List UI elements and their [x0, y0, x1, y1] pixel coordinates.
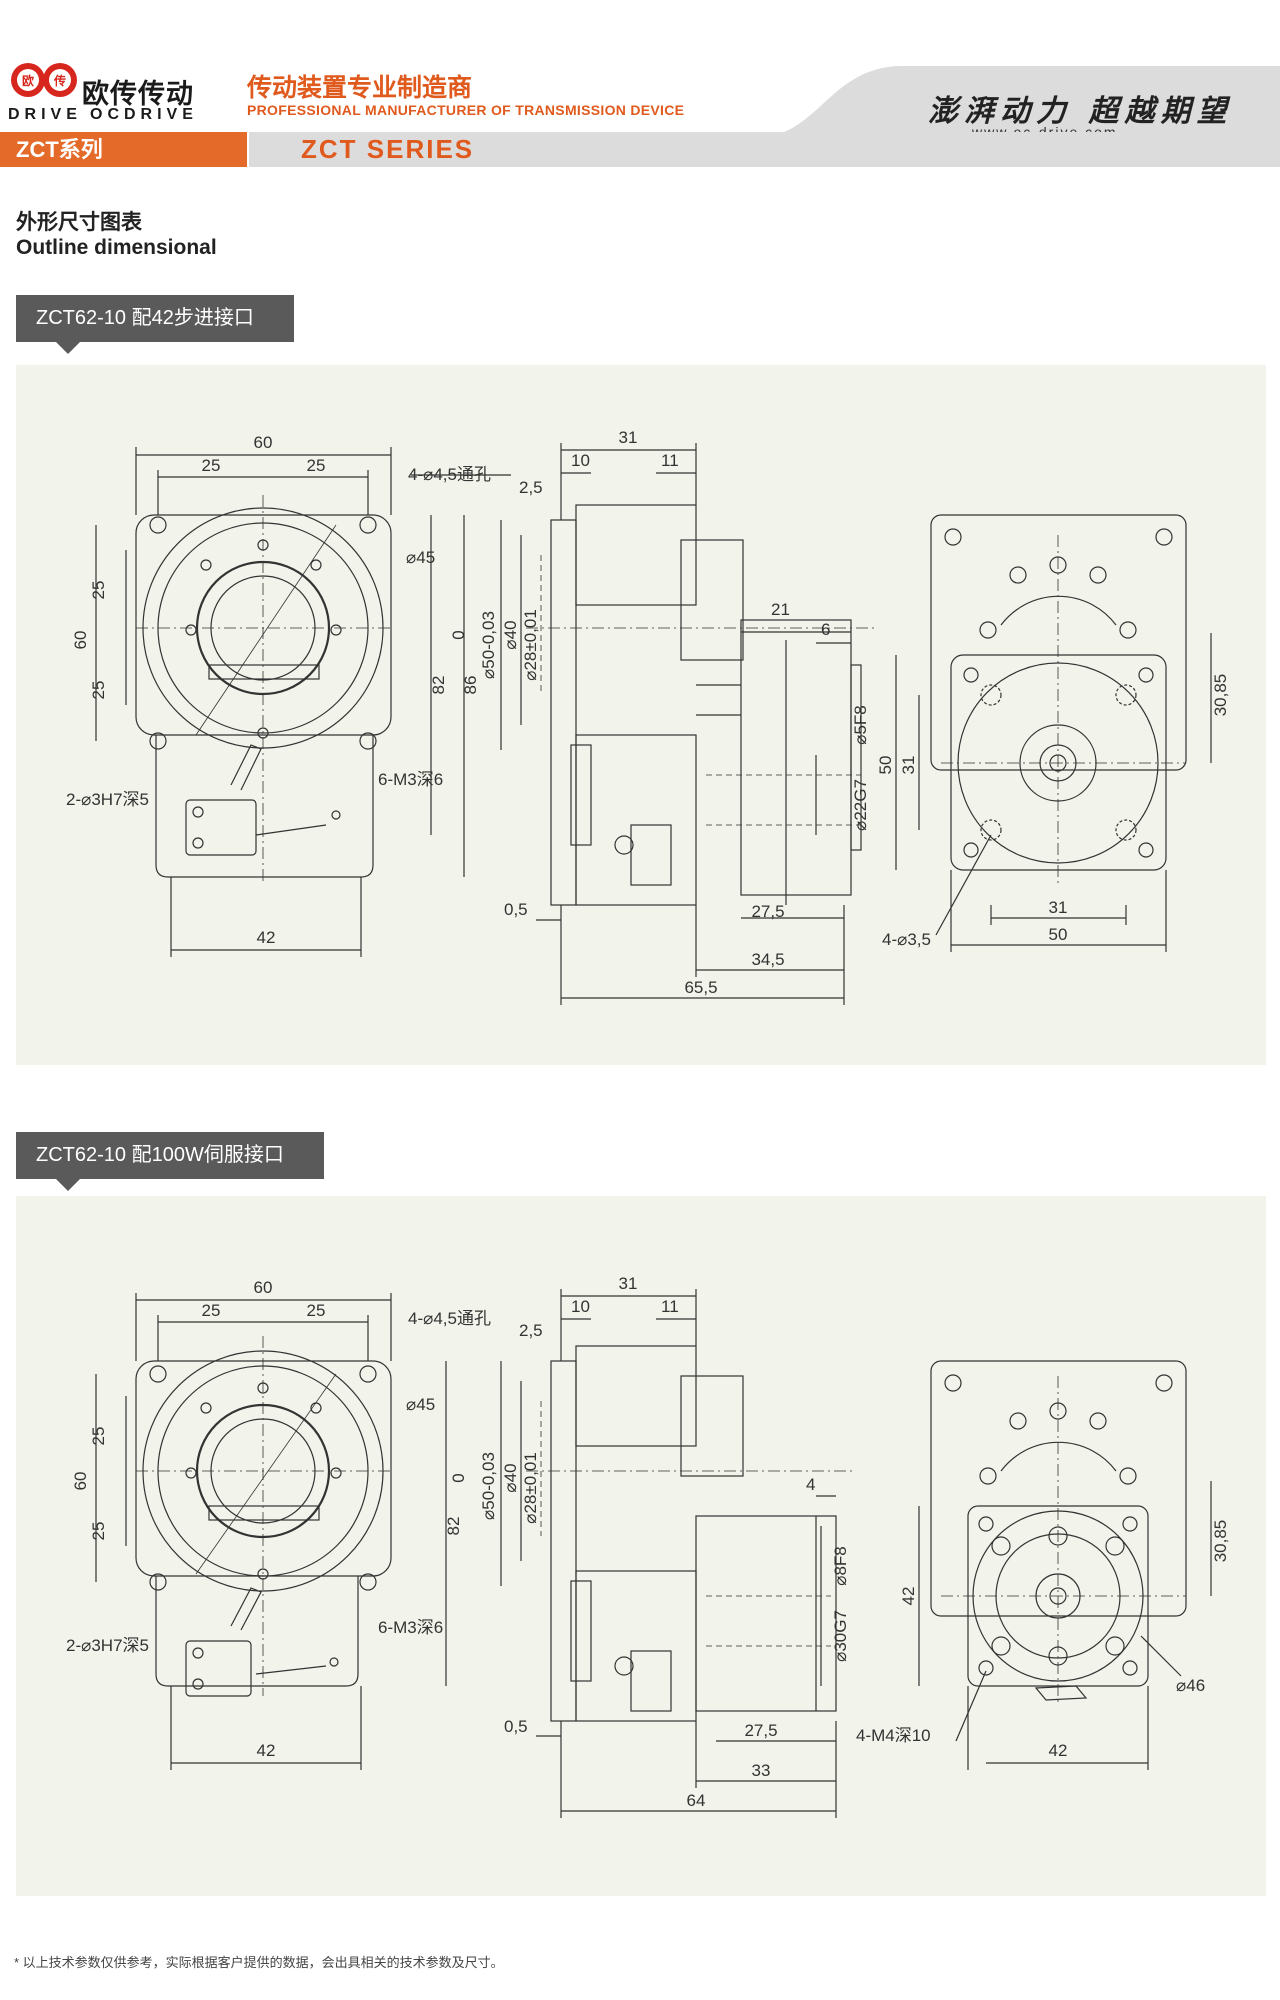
d1-front-h25b: 25 [89, 681, 108, 700]
d2-front-w42: 42 [257, 1741, 276, 1760]
d2-side-d28: ⌀28±0,01 [521, 1452, 540, 1524]
d2-side-w64: 64 [687, 1791, 706, 1810]
d2-side-d40: ⌀40 [501, 1463, 520, 1492]
d1-front-h60: 60 [71, 631, 90, 650]
d2-side-w27-5: 27,5 [744, 1721, 777, 1740]
d2-front-hole: 4-⌀4,5通孔 [408, 1309, 491, 1328]
drawing2-panel: 60 25 25 4-⌀4,5通孔 ⌀45 25 25 60 82 6-M3深6… [16, 1196, 1266, 1896]
d2-back-holes: 4-M4深10 [856, 1726, 931, 1745]
d1-front-w60: 60 [254, 433, 273, 452]
logo-badge-left: 欧 [22, 73, 34, 88]
d1-side-w34-5: 34,5 [751, 950, 784, 969]
d2-front-w25b: 25 [307, 1301, 326, 1320]
slogan: 澎湃动力 超越期望 [928, 94, 1233, 129]
d1-side-d40: ⌀40 [501, 620, 520, 649]
series-cn-tab: ZCT系列 [0, 132, 247, 167]
d2-front-w25a: 25 [202, 1301, 221, 1320]
drawing2-label-tab: ZCT62-10 配100W伺服接口 [16, 1132, 324, 1191]
footnote: * 以上技术参数仅供参考，实际根据客户提供的数据，会出具相关的技术参数及尺寸。 [14, 1955, 504, 1970]
d2-back-d46: ⌀46 [1176, 1676, 1205, 1695]
d2-front-w60: 60 [254, 1278, 273, 1297]
drawing2-front-view [95, 1293, 447, 1770]
d1-side-zero: 0 [449, 630, 468, 639]
d1-side-w2-5: 2,5 [519, 478, 543, 497]
d2-side-w33: 33 [752, 1761, 771, 1780]
d1-front-h82: 82 [429, 676, 448, 695]
drawing1-back-view [895, 514, 1212, 952]
d2-side-d30: ⌀30G7 [831, 1610, 850, 1662]
d2-front-h25b: 25 [89, 1522, 108, 1541]
logo-brand-left: DRIVE [8, 106, 82, 123]
d1-side-w6: 6 [821, 620, 830, 639]
d1-back-h30-85: 30,85 [1211, 674, 1230, 717]
d1-side-w10: 10 [571, 451, 590, 470]
d1-side-w21: 21 [771, 600, 790, 619]
d2-side-w31: 31 [619, 1274, 638, 1293]
d2-front-m3: 6-M3深6 [378, 1618, 443, 1637]
drawing1-label-tab: ZCT62-10 配42步进接口 [16, 295, 294, 354]
d1-back-holes: 4-⌀3,5 [882, 930, 931, 949]
gear-logo-icon: 欧 传 [11, 63, 77, 97]
drawing2-side-view [500, 1289, 856, 1818]
d2-front-pin: 2-⌀3H7深5 [66, 1636, 149, 1655]
d1-side-w27-5: 27,5 [751, 902, 784, 921]
d1-side-w0-5: 0,5 [504, 900, 528, 919]
drawing1-front-view [95, 447, 511, 957]
d2-side-zero: 0 [449, 1473, 468, 1482]
d2-side-d50: ⌀50-0,03 [479, 1452, 498, 1520]
d1-back-w31: 31 [1049, 898, 1068, 917]
logo-brand-right: OCDRIVE [90, 106, 198, 123]
d2-side-w2-5: 2,5 [519, 1321, 543, 1340]
d1-back-w50: 50 [1049, 925, 1068, 944]
series-en-tab: ZCT SERIES [249, 132, 1280, 167]
d1-side-d5: ⌀5F8 [851, 705, 870, 745]
logo-name: 欧传传动 [82, 79, 194, 109]
d1-front-d45: ⌀45 [406, 548, 435, 567]
d1-side-d50: ⌀50-0,03 [479, 611, 498, 679]
d1-front-w25a: 25 [202, 456, 221, 475]
d1-front-w42: 42 [257, 928, 276, 947]
d2-side-w11: 11 [661, 1297, 679, 1316]
drawing1-svg: 60 25 25 4-⌀4,5通孔 ⌀45 25 25 60 82 86 6-M… [66, 428, 1230, 1005]
header-swoosh [760, 66, 1280, 138]
d2-front-d45: ⌀45 [406, 1395, 435, 1414]
d1-front-m3: 6-M3深6 [378, 770, 443, 789]
d1-front-w25b: 25 [307, 456, 326, 475]
drawing1-panel: 60 25 25 4-⌀4,5通孔 ⌀45 25 25 60 82 86 6-M… [16, 365, 1266, 1065]
logo-badge-right: 传 [53, 73, 66, 88]
d1-side-w11: 11 [661, 451, 679, 470]
section-title-cn: 外形尺寸图表 [16, 211, 142, 234]
d1-back-h31: 31 [899, 756, 918, 775]
d1-front-hole: 4-⌀4,5通孔 [408, 465, 491, 484]
d2-front-h25a: 25 [89, 1427, 108, 1446]
d2-side-w0-5: 0,5 [504, 1717, 528, 1736]
tagline-en: PROFESSIONAL MANUFACTURER OF TRANSMISSIO… [247, 102, 685, 118]
d1-front-h86: 86 [461, 676, 480, 695]
d1-front-pin: 2-⌀3H7深5 [66, 790, 149, 809]
d2-front-h82: 82 [444, 1517, 463, 1536]
drawing2-back-view [918, 1360, 1212, 1770]
d2-back-h30-85: 30,85 [1211, 1520, 1230, 1563]
drawing1-side-view [500, 443, 876, 1005]
d1-front-h25a: 25 [89, 581, 108, 600]
d2-back-h42: 42 [899, 1587, 918, 1606]
d1-side-d28: ⌀28±0,01 [521, 609, 540, 681]
d2-front-h60: 60 [71, 1472, 90, 1491]
d1-back-h50: 50 [876, 756, 895, 775]
d2-side-w4: 4 [806, 1475, 815, 1494]
section-title-en: Outline dimensional [16, 236, 217, 259]
d1-side-d22: ⌀22G7 [851, 779, 870, 831]
drawing2-svg: 60 25 25 4-⌀4,5通孔 ⌀45 25 25 60 82 6-M3深6… [66, 1274, 1230, 1818]
tagline-cn: 传动装置专业制造商 [247, 74, 473, 102]
d1-side-w31: 31 [619, 428, 638, 447]
d2-side-w10: 10 [571, 1297, 590, 1316]
d2-back-w42: 42 [1049, 1741, 1068, 1760]
d2-side-d8: ⌀8F8 [831, 1546, 850, 1586]
d1-side-w65-5: 65,5 [684, 978, 717, 997]
